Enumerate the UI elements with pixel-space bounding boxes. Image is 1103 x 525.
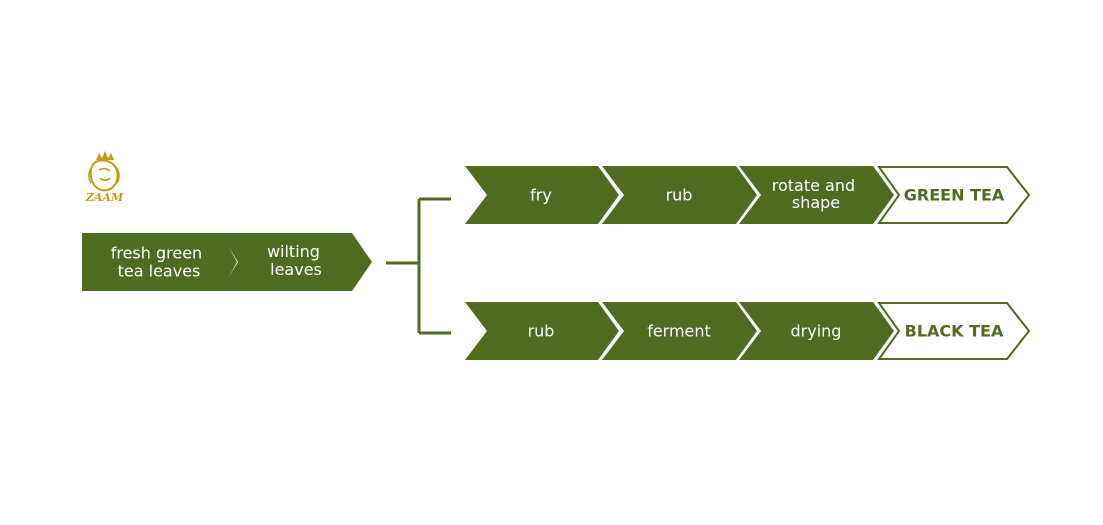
start-step: fresh green tea leaves: [82, 233, 237, 291]
branch-connector: [386, 197, 451, 335]
step-label: fry: [530, 186, 552, 205]
process-step: rub: [465, 302, 619, 360]
process-step: rub: [602, 166, 757, 224]
step-label-line: wilting: [267, 242, 320, 261]
result-label: BLACK TEA: [905, 322, 1004, 341]
step-label: ferment: [647, 322, 711, 341]
step-label: wilting leaves: [267, 242, 325, 279]
step-label: rub: [666, 186, 693, 205]
step-chevron: [465, 166, 619, 224]
step-chevron: [465, 302, 619, 360]
step-chevron: [602, 302, 757, 360]
step-label-line: leaves: [270, 260, 322, 279]
process-step: fry: [465, 166, 619, 224]
step-label: fresh green tea leaves: [111, 244, 208, 281]
black-tea-branch: rub ferment drying BLACK TEA: [465, 302, 1031, 360]
result-step: BLACK TEA: [877, 302, 1031, 360]
logo-wordmark: ZAAM: [85, 191, 124, 204]
step-label: rub: [528, 322, 555, 341]
step-label: drying: [791, 322, 842, 341]
lion-with-crown-icon: [88, 151, 120, 192]
step-label: rotate and shape: [772, 176, 861, 212]
step-label-line: tea leaves: [118, 262, 201, 281]
logo: ZAAM: [85, 151, 124, 204]
step-label-line: rotate and: [772, 176, 855, 195]
step-chevron: [82, 233, 237, 291]
result-step: GREEN TEA: [877, 166, 1031, 224]
step-chevron: [739, 302, 894, 360]
step-label-line: fresh green: [111, 244, 202, 263]
step-label-line: shape: [792, 193, 840, 212]
step-chevron: [220, 233, 372, 291]
result-label: GREEN TEA: [904, 186, 1005, 205]
green-tea-branch: fry rub rotate and shape GREEN TEA: [465, 166, 1031, 224]
process-step: ferment: [602, 302, 757, 360]
step-chevron: [602, 166, 757, 224]
step-chevron: [739, 166, 894, 224]
start-row: fresh green tea leaves wilting leaves: [82, 233, 372, 291]
result-chevron: [877, 302, 1031, 360]
process-step: rotate and shape: [739, 166, 894, 224]
process-step: drying: [739, 302, 894, 360]
result-chevron: [877, 166, 1031, 224]
start-step: wilting leaves: [220, 233, 372, 291]
